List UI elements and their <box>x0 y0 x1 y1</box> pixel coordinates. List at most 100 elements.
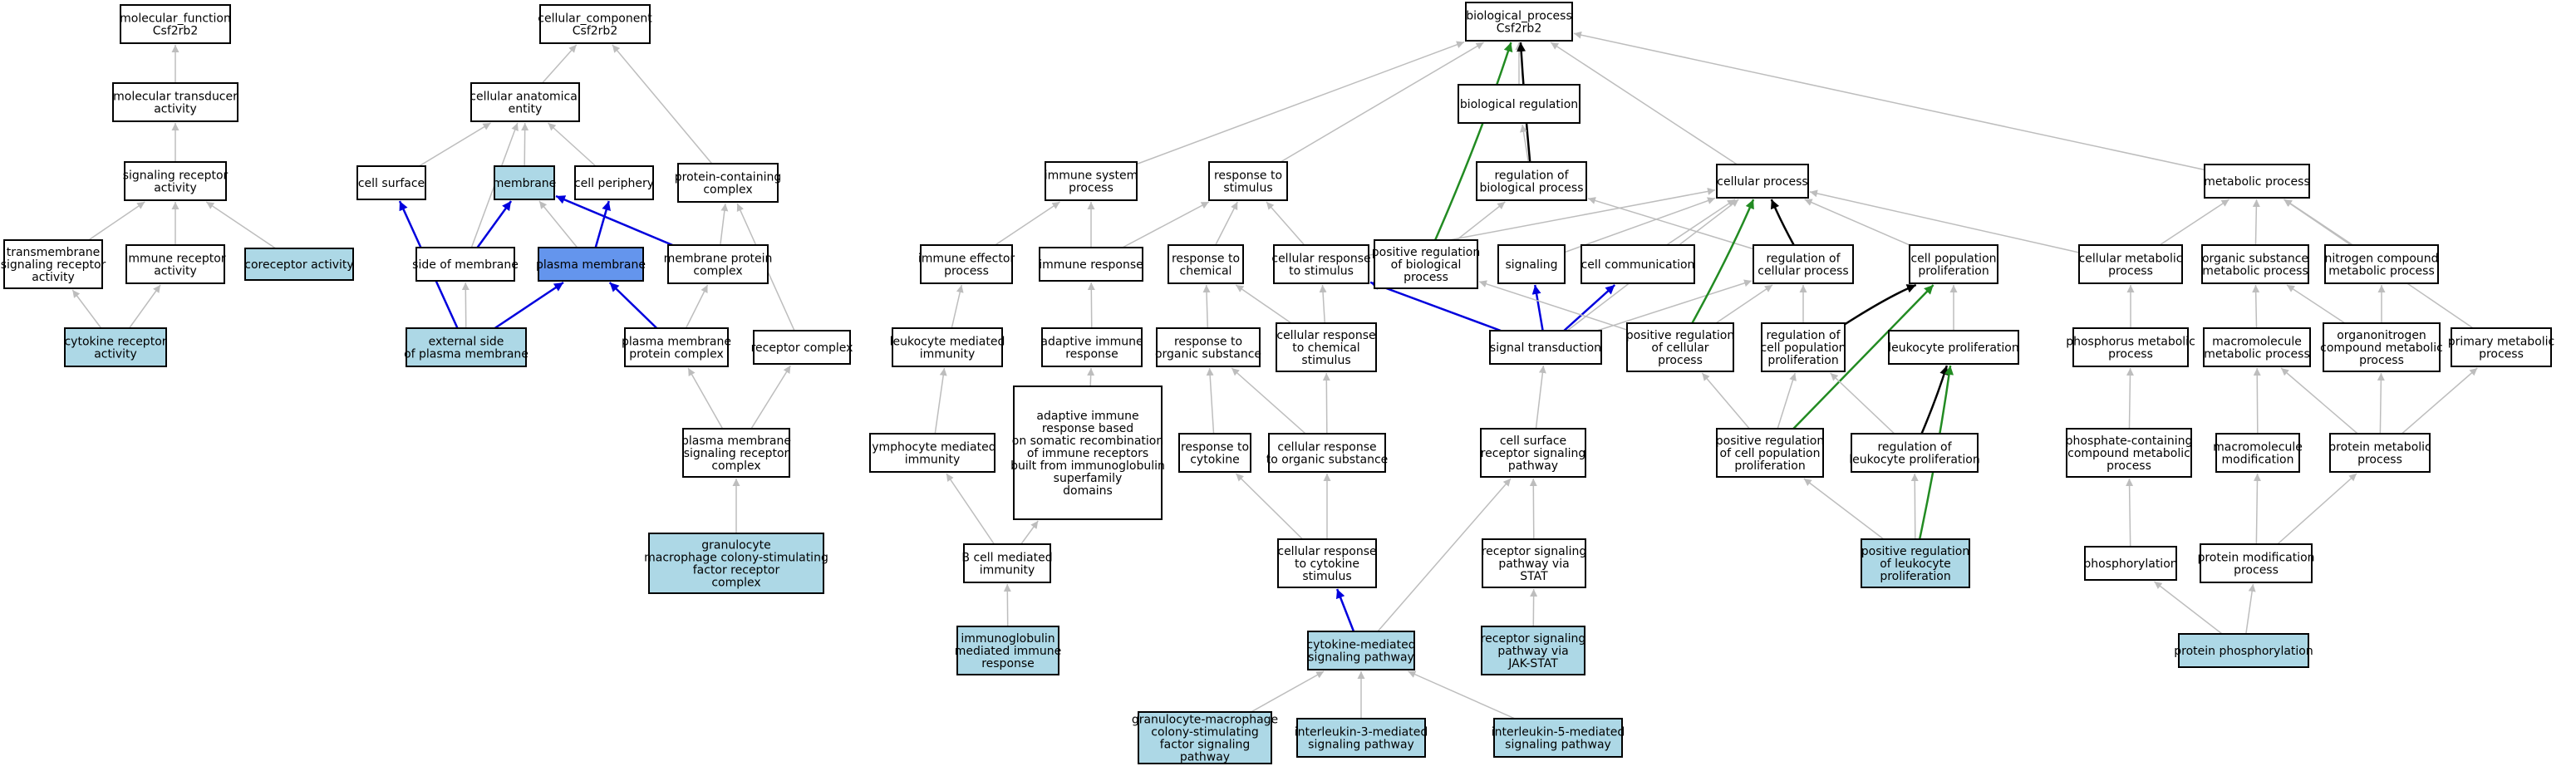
go-term-node-pp[interactable]: protein phosphorylation <box>2174 633 2313 668</box>
node-label-line: granulocyte <box>701 539 771 552</box>
edge-csurf-to-cae <box>418 122 491 167</box>
go-term-node-mp[interactable]: metabolic process <box>2204 164 2310 199</box>
go-term-node-ccom[interactable]: cell communication <box>1581 244 1695 284</box>
node-box <box>1296 718 1426 758</box>
node-label-line: to stimulus <box>1289 265 1354 278</box>
edge-il5-to-cmsp <box>1408 670 1516 719</box>
edge-iep-to-isp <box>995 201 1060 246</box>
node-label-line: factor receptor <box>693 564 780 577</box>
node-label-line: signaling receptor <box>684 447 789 460</box>
go-term-node-phos[interactable]: phosphorylation <box>2083 546 2178 581</box>
node-label-line: immunity <box>905 454 961 467</box>
go-term-node-st[interactable]: signal transduction <box>1489 330 1602 365</box>
go-term-node-sig[interactable]: signaling <box>1497 244 1566 284</box>
node-box <box>1481 626 1585 675</box>
go-term-node-memb[interactable]: membrane <box>493 165 557 200</box>
edge-pm-to-memb <box>538 200 578 248</box>
go-term-node-cora[interactable]: coreceptor activity <box>244 248 354 281</box>
edge-crcs-to-rtc <box>1235 284 1292 324</box>
node-label-line: pathway via <box>1497 645 1568 658</box>
node-label-line: interleukin-5-mediated <box>1492 726 1625 739</box>
go-term-node-cper[interactable]: cell periphery <box>574 165 654 200</box>
node-label-line: process <box>944 265 989 278</box>
node-box <box>1716 428 1824 478</box>
go-term-node-ir[interactable]: immune response <box>1039 247 1143 282</box>
go-term-node-gmcsfsp[interactable]: granulocyte-macrophagecolony-stimulating… <box>1132 711 1278 764</box>
go-term-node-som[interactable]: side of membrane <box>412 247 519 282</box>
node-label-line: on somatic recombination <box>1012 435 1164 448</box>
node-box <box>574 165 654 200</box>
edge-pmpc-to-pm <box>608 282 658 329</box>
go-term-node-pm[interactable]: plasma membrane <box>536 247 646 282</box>
go-term-node-csurf[interactable]: cell surface <box>356 165 426 200</box>
edge-st-to-rcp <box>1596 279 1753 331</box>
go-term-node-lp[interactable]: leukocyte proliferation <box>1888 330 2019 365</box>
edge-pmodp-to-mmod <box>2253 473 2261 545</box>
go-term-node-breg[interactable]: biological regulation <box>1458 84 1581 124</box>
node-label-line: cellular response <box>1277 441 1376 454</box>
node-label-line: process <box>1069 182 1113 195</box>
go-term-node-cp[interactable]: cellular process <box>1716 164 1809 199</box>
go-term-node-rc[interactable]: receptor complex <box>751 330 853 365</box>
node-label-line: positive regulation <box>1626 329 1734 342</box>
edge-st-to-ccom <box>1563 284 1616 331</box>
